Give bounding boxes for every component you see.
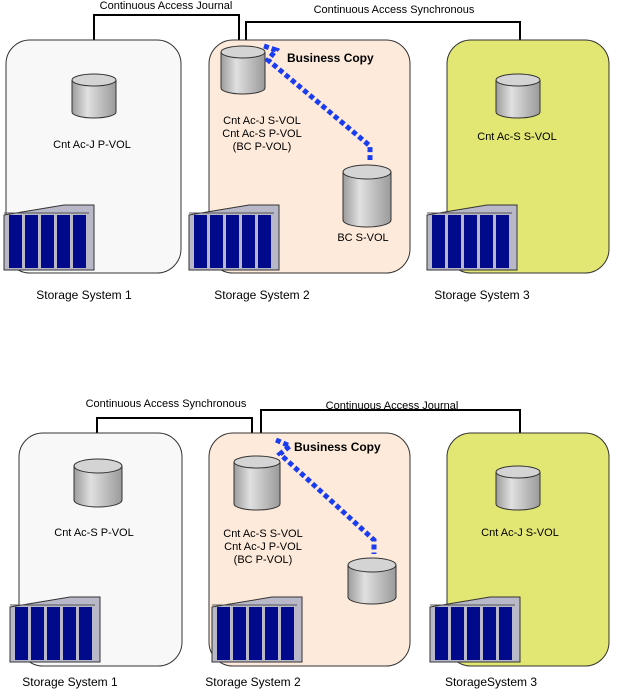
- storage-system-1: Cnt Ac-J P-VOL Storage System 1: [3, 39, 182, 302]
- volume-cylinder-icon: [220, 45, 266, 95]
- storage-system-3: Cnt Ac-S S-VOL Storage System 3: [426, 39, 610, 302]
- business-copy-label: Business Copy: [294, 440, 381, 454]
- storage-rack-icon: [188, 204, 280, 271]
- volume-cylinder-icon: [495, 465, 541, 511]
- volume-label: Cnt Ac-J S-VOL: [481, 527, 559, 539]
- link-label-right: Continuous Access Journal: [326, 400, 459, 412]
- bc-volume-cylinder-icon: [347, 557, 397, 605]
- volume-cylinder-icon: [71, 73, 117, 119]
- volume-label: Cnt Ac-J P-VOL: [53, 139, 131, 151]
- business-copy-label: Business Copy: [287, 51, 374, 65]
- volume-label-line-3: (BC P-VOL): [234, 554, 293, 566]
- storage-system-3: Cnt Ac-J S-VOL StorageSystem 3: [429, 432, 610, 689]
- bc-volume-label: BC S-VOL: [337, 232, 388, 244]
- volume-label-line-3: (BC P-VOL): [233, 141, 292, 153]
- volume-label: Cnt Ac-S P-VOL: [54, 527, 133, 539]
- business-copy-link: [275, 437, 377, 554]
- volume-label-line-1: Cnt Ac-J S-VOL: [223, 115, 301, 127]
- bc-volume-cylinder-icon: [342, 164, 392, 228]
- storage-system-2: Cnt Ac-J S-VOL Cnt Ac-S P-VOL (BC P-VOL)…: [188, 39, 411, 302]
- storage-system-label: Storage System 3: [434, 288, 530, 302]
- volume-cylinder-icon: [233, 455, 281, 511]
- volume-label-line-2: Cnt Ac-S P-VOL: [222, 128, 301, 140]
- storage-system-2: Cnt Ac-S S-VOL Cnt Ac-J P-VOL (BC P-VOL)…: [205, 432, 411, 689]
- volume-label-line-1: Cnt Ac-S S-VOL: [223, 528, 302, 540]
- diagram-bottom: Continuous Access Synchronous Continuous…: [9, 398, 610, 689]
- link-label-right: Continuous Access Synchronous: [314, 4, 475, 16]
- volume-label-line-2: Cnt Ac-J P-VOL: [224, 541, 302, 553]
- storage-system-label: StorageSystem 3: [445, 675, 537, 689]
- volume-cylinder-icon: [73, 458, 123, 508]
- volume-cylinder-icon: [495, 73, 541, 119]
- storage-system-label: Storage System 1: [22, 675, 118, 689]
- link-label-left: Continuous Access Synchronous: [86, 398, 247, 410]
- storage-system-label: Storage System 2: [214, 288, 310, 302]
- storage-system-label: Storage System 1: [36, 288, 132, 302]
- volume-label: Cnt Ac-S S-VOL: [477, 131, 556, 143]
- storage-rack-icon: [429, 596, 521, 663]
- diagram-top: Continuous Access Journal Continuous Acc…: [3, 0, 610, 302]
- storage-rack-icon: [211, 596, 303, 663]
- link-label-left: Continuous Access Journal: [100, 0, 233, 12]
- storage-system-1: Cnt Ac-S P-VOL Storage System 1: [9, 432, 183, 689]
- storage-system-label: Storage System 2: [205, 675, 301, 689]
- storage-rack-icon: [9, 596, 101, 663]
- storage-rack-icon: [426, 204, 518, 271]
- storage-rack-icon: [3, 204, 95, 271]
- business-copy-link: [263, 43, 373, 160]
